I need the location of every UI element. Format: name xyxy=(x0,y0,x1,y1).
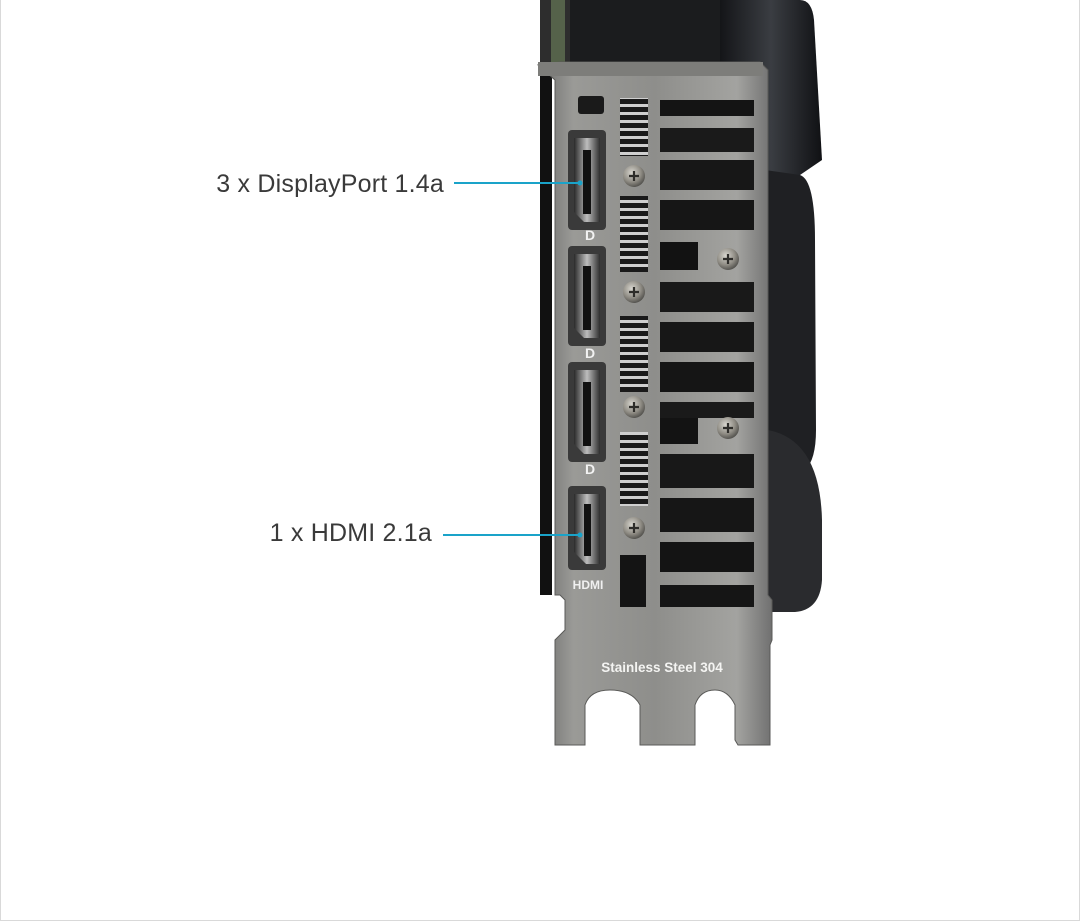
displayport-callout-label: 3 x DisplayPort 1.4a xyxy=(216,170,444,198)
hdmi-connector: HDMI xyxy=(568,486,606,592)
svg-text:D: D xyxy=(585,345,595,361)
displayport-connector-3: D xyxy=(568,362,606,477)
bracket-screws xyxy=(623,165,739,539)
displayport-connector-2: D xyxy=(568,246,606,361)
svg-text:D: D xyxy=(585,227,595,243)
io-bracket xyxy=(536,61,773,746)
svg-text:D: D xyxy=(585,461,595,477)
hdmi-callout-label: 1 x HDMI 2.1a xyxy=(269,519,432,547)
displayport-connector-1: D xyxy=(568,130,606,243)
callout-lines xyxy=(443,180,583,538)
bracket-material-engraving: Stainless Steel 304 xyxy=(601,660,723,675)
vent-slots xyxy=(620,98,754,607)
hdmi-port-label: HDMI xyxy=(573,578,604,592)
